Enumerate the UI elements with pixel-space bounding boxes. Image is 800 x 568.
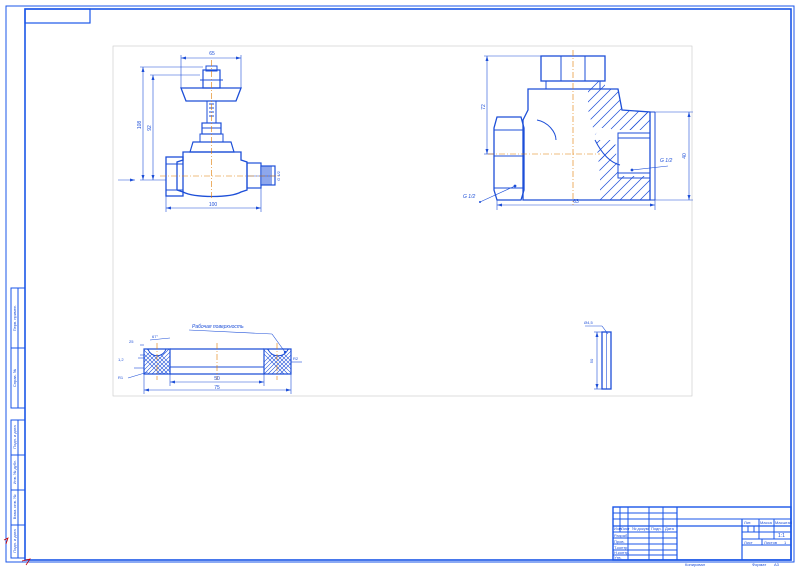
stamp-sheet: Лист bbox=[744, 540, 753, 545]
small-part-view bbox=[585, 325, 612, 390]
valve-dim-thread: G 1/2 bbox=[276, 170, 281, 181]
side-label-3: Подп. и дата bbox=[12, 424, 17, 448]
stamp-col-sheet: Лист bbox=[621, 526, 630, 531]
ring-axes bbox=[156, 343, 278, 380]
stamp-row-approved: Утв. bbox=[614, 555, 622, 560]
ring-dim-radius-left: R1 bbox=[118, 375, 124, 380]
top-label-box bbox=[24, 8, 91, 24]
stamp-col-doc: № докум. bbox=[632, 526, 650, 531]
valve-axes bbox=[160, 60, 280, 200]
tee-dim-height: 72 bbox=[481, 104, 487, 110]
format-label: Формат bbox=[752, 562, 766, 567]
side-label-1: Перв. примен. bbox=[12, 305, 17, 332]
tee-view bbox=[479, 55, 693, 210]
valve-view bbox=[118, 55, 276, 212]
views-area-border bbox=[112, 45, 693, 397]
stamp-row-developer: Разраб. bbox=[614, 533, 628, 538]
tee-axes bbox=[488, 50, 600, 205]
stamp-row-tcontrol: Т.контр. bbox=[614, 545, 629, 550]
valve-dim-length: 100 bbox=[209, 202, 218, 208]
side-label-5: Взам. инв. № bbox=[12, 495, 17, 520]
ring-dim-radius-right: R2 bbox=[293, 356, 299, 361]
sheet-frame bbox=[24, 8, 792, 561]
ring-surface-note: Рабочая поверхность bbox=[192, 324, 244, 330]
small-part-dim-length: 50 bbox=[589, 358, 594, 363]
ring-dim-outer: 75 bbox=[214, 385, 220, 391]
stamp-col-date: Дата bbox=[665, 526, 675, 531]
stamp-col-change: Изм. bbox=[614, 526, 623, 531]
side-label-2: Справ. № bbox=[12, 369, 17, 387]
stamp-scale-label: Масштаб bbox=[775, 520, 793, 525]
ring-dim-inner: 50 bbox=[214, 376, 220, 382]
sheet-outer-border bbox=[5, 5, 795, 563]
side-label-6: Подп. и дата bbox=[12, 528, 17, 552]
stamp-sheets: Листов bbox=[764, 540, 777, 545]
tee-dim-depth: 40 bbox=[682, 153, 688, 159]
corner-marks bbox=[3, 537, 31, 566]
ring-dim-side: 1,2 bbox=[118, 357, 124, 362]
stamp-row-checker: Пров. bbox=[614, 539, 625, 544]
tee-section-hatch bbox=[588, 81, 650, 200]
valve-dim-width: 65 bbox=[209, 51, 215, 57]
valve-dim-height-inner: 92 bbox=[147, 125, 153, 131]
stamp-scale-value: 1:1 bbox=[778, 533, 785, 539]
tee-dim-thread-right: G 1/2 bbox=[660, 158, 672, 164]
stamp-sheets-count: 1 bbox=[784, 540, 787, 545]
title-block bbox=[612, 506, 792, 561]
ring-dim-top-left: 25 bbox=[129, 339, 134, 344]
valve-dim-height-outer: 108 bbox=[137, 121, 143, 130]
side-label-4: Инв. № дубл. bbox=[12, 460, 17, 485]
small-part-dim-top: Ø4,5 bbox=[584, 320, 593, 325]
tee-dim-thread-left: G 1/2 bbox=[463, 194, 475, 200]
stamp-row-ncontrol: Н.контр. bbox=[614, 550, 629, 555]
stamp-mass: Масса bbox=[760, 520, 773, 525]
stamp-col-sign: Подп. bbox=[651, 526, 662, 531]
stamp-lit: Лит. bbox=[744, 520, 751, 525]
copied-label: Копировал bbox=[685, 562, 706, 567]
side-strip bbox=[10, 287, 26, 559]
ring-dim-angle: 67° bbox=[152, 334, 158, 339]
format-value: A3 bbox=[774, 562, 780, 567]
tee-dim-width: 63 bbox=[573, 199, 579, 205]
